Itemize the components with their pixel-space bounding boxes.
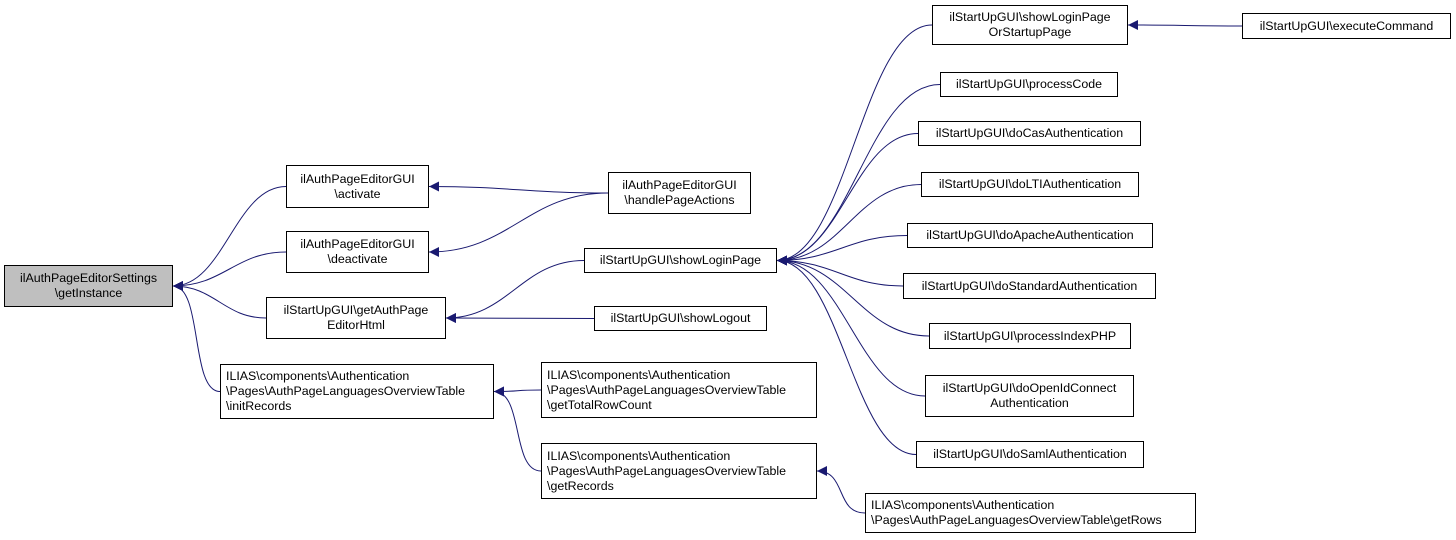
node-doApacheAuthentication[interactable]: ilStartUpGUI\doApacheAuthentication [907,223,1153,248]
node-initRecords[interactable]: ILIAS\components\Authentication\Pages\Au… [220,364,494,419]
edge-activate-to-root [172,186,287,291]
node-getRows[interactable]: ILIAS\components\Authentication\Pages\Au… [865,493,1196,533]
edge-doOpenIdConnectAuthentication-to-showLoginPage [776,255,926,397]
node-label-line: ilStartUpGUI\executeCommand [1259,18,1434,33]
node-label-line: ilAuthPageEditorGUI [622,178,737,192]
node-label-line: \activate [334,186,381,201]
node-doStandardAuthentication[interactable]: ilStartUpGUI\doStandardAuthentication [903,273,1156,299]
edge-handlePageActions-to-deactivate [428,192,609,257]
node-label-line: ilStartUpGUI\getAuthPage [283,303,429,317]
node-label-line: ilStartUpGUI\doCasAuthentication [935,126,1124,140]
edge-showLoginPage-to-getAuthPageEditorHtml [445,260,585,323]
node-label-line: Authentication [990,396,1069,410]
edge-getRecords-to-initRecords [493,386,542,472]
edge-showLogout-to-getAuthPageEditorHtml [445,313,595,324]
node-label-line: ilStartUpGUI\showLoginPage [599,253,762,267]
edge-executeCommand-to-showLoginPageOrStartupPage [1127,20,1243,31]
node-label-line: \getTotalRowCount [547,397,652,412]
node-label-line: ilStartUpGUI\processIndexPHP [943,328,1117,343]
edge-doCasAuthentication-to-showLoginPage [776,133,919,266]
node-label-line: ILIAS\components\Authentication [547,448,731,463]
node-label-line: \Pages\AuthPageLanguagesOverviewTable [547,382,787,397]
node-label-line: \initRecords [226,399,292,413]
node-label-line: ilStartUpGUI\showLogout [610,311,751,325]
node-doCasAuthentication[interactable]: ilStartUpGUI\doCasAuthentication [918,121,1141,146]
node-label-line: OrStartupPage [988,25,1072,39]
node-deactivate[interactable]: ilAuthPageEditorGUI\deactivate [286,231,429,273]
edge-processIndexPHP-to-showLoginPage [776,255,930,337]
edge-getAuthPageEditorHtml-to-root [172,281,267,319]
node-label-line: ilAuthPageEditorGUI [300,171,415,186]
edge-deactivate-to-root [172,251,287,291]
edge-doLTIAuthentication-to-showLoginPage [776,184,922,266]
node-doLTIAuthentication[interactable]: ilStartUpGUI\doLTIAuthentication [921,172,1139,197]
node-root: ilAuthPageEditorSettings\getInstance [4,265,173,307]
node-label-line: \getInstance [54,286,123,300]
node-label-line: ilAuthPageEditorGUI [300,237,415,251]
node-label-line: EditorHtml [327,318,385,332]
edge-handlePageActions-to-activate [428,181,609,194]
node-processIndexPHP[interactable]: ilStartUpGUI\processIndexPHP [929,323,1131,349]
node-handlePageActions[interactable]: ilAuthPageEditorGUI\handlePageActions [608,172,751,214]
node-processCode[interactable]: ilStartUpGUI\processCode [940,72,1118,97]
node-label-line: ilStartUpGUI\doApacheAuthentication [926,228,1134,242]
edge-doStandardAuthentication-to-showLoginPage [776,255,904,287]
edge-getTotalRowCount-to-initRecords [493,386,542,397]
node-label-line: ilStartUpGUI\processCode [956,77,1102,91]
node-label-line: \handlePageActions [624,193,735,207]
node-activate[interactable]: ilAuthPageEditorGUI\activate [286,165,429,208]
node-getRecords[interactable]: ILIAS\components\Authentication\Pages\Au… [541,443,817,499]
node-label-line: ilStartUpGUI\doOpenIdConnect [942,381,1117,395]
node-label-line: \Pages\AuthPageLanguagesOverviewTable [226,384,466,398]
edge-getRows-to-getRecords [816,466,866,514]
node-label-line: \deactivate [327,252,388,266]
node-label-line: ILIAS\components\Authentication [871,498,1055,512]
node-showLoginPage[interactable]: ilStartUpGUI\showLoginPage [584,248,777,273]
node-label-line: ilStartUpGUI\showLoginPage [949,10,1111,24]
node-label-line: ILIAS\components\Authentication [547,367,731,382]
node-label-line: ilStartUpGUI\doSamlAuthentication [933,447,1127,461]
node-label-line: ilAuthPageEditorSettings [19,271,158,285]
node-label-line: \Pages\AuthPageLanguagesOverviewTable [547,463,787,478]
node-executeCommand[interactable]: ilStartUpGUI\executeCommand [1242,13,1451,39]
node-label-line: \Pages\AuthPageLanguagesOverviewTable\ge… [871,513,1162,527]
edge-showLoginPageOrStartupPage-to-showLoginPage [776,24,933,266]
node-getTotalRowCount[interactable]: ILIAS\components\Authentication\Pages\Au… [541,362,817,418]
edge-doSamlAuthentication-to-showLoginPage [776,255,917,455]
edge-doApacheAuthentication-to-showLoginPage [776,235,908,266]
node-showLogout[interactable]: ilStartUpGUI\showLogout [594,306,767,331]
node-label-line: ilStartUpGUI\doLTIAuthentication [938,177,1122,191]
node-label-line: ILIAS\components\Authentication [226,369,410,383]
edge-initRecords-to-root [172,281,221,392]
node-label-line: \getRecords [547,478,614,493]
node-label-line: ilStartUpGUI\doStandardAuthentication [921,278,1138,293]
node-doSamlAuthentication[interactable]: ilStartUpGUI\doSamlAuthentication [916,441,1144,468]
